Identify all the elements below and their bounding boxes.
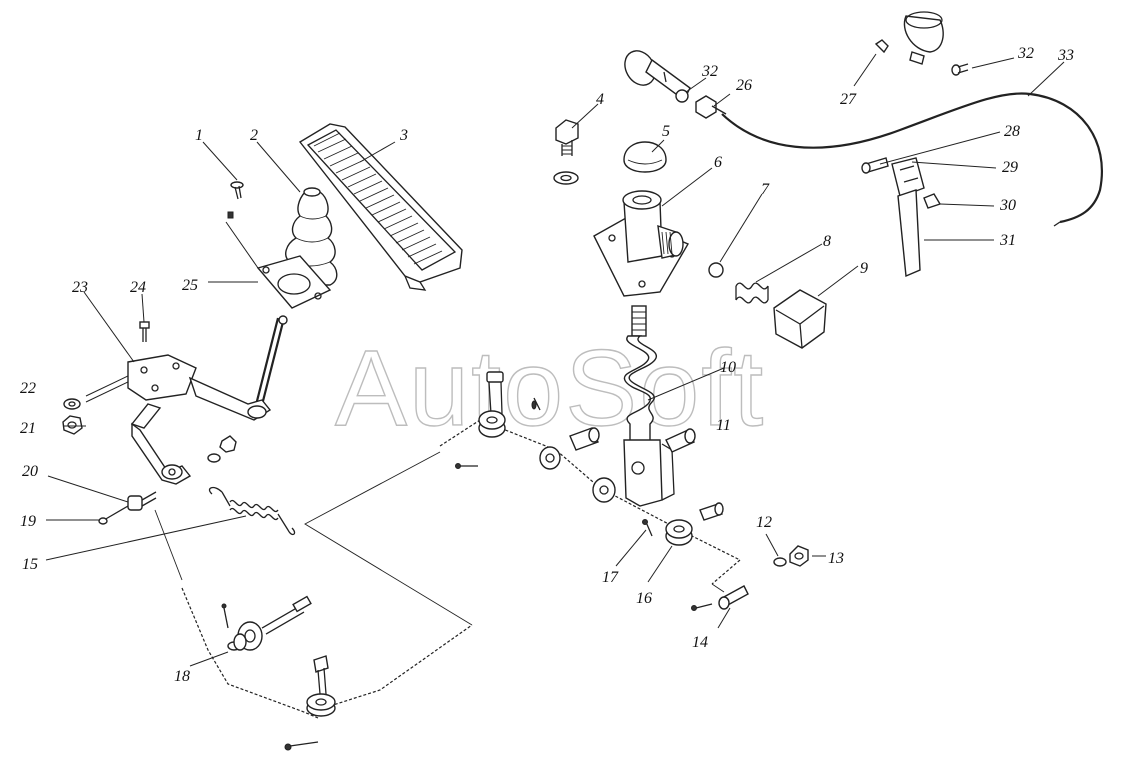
callout-20: 20 (22, 463, 38, 480)
callout-2: 2 (250, 127, 258, 144)
nut-21 (62, 415, 83, 435)
screw-32-top (951, 63, 969, 76)
callout-28: 28 (1004, 123, 1020, 140)
throttle-cable-33 (721, 92, 1103, 224)
callout-3: 3 (399, 127, 408, 144)
pedal-pad (298, 123, 463, 291)
bolt-4 (553, 119, 579, 185)
callout-25: 25 (182, 277, 198, 294)
callout-24: 24 (130, 279, 146, 296)
callout-26: 26 (736, 77, 752, 94)
callout-15: 15 (22, 556, 38, 573)
callout-16: 16 (636, 590, 652, 607)
bolt-washer-near-bracket (207, 435, 237, 463)
pulley-16 (642, 502, 724, 546)
callout-17: 17 (602, 569, 619, 586)
callout-numbers: 1 2 3 4 5 6 7 8 9 10 11 12 13 14 15 16 1… (20, 45, 1074, 685)
callout-6: 6 (714, 154, 722, 171)
housing-body (593, 190, 690, 297)
callout-32-clamp: 32 (1017, 45, 1034, 62)
washer-12 (773, 557, 787, 567)
screw-24 (139, 321, 150, 342)
clamp-bracket (874, 11, 944, 65)
callout-30: 30 (999, 197, 1016, 214)
return-spring (208, 486, 296, 536)
callout-14: 14 (692, 634, 708, 651)
pedal-bracket (127, 354, 272, 485)
callout-23: 23 (72, 279, 88, 296)
watermark: AutoSoft (335, 327, 765, 448)
callout-33: 33 (1057, 47, 1074, 64)
callout-18: 18 (174, 668, 190, 685)
callout-32-knob: 32 (701, 63, 718, 80)
callout-22: 22 (20, 380, 36, 397)
washer-22 (63, 398, 81, 410)
pin-11 (665, 428, 696, 453)
callout-8: 8 (823, 233, 831, 250)
ball-7 (708, 262, 724, 278)
callout-10: 10 (720, 359, 736, 376)
callout-31: 31 (999, 232, 1016, 249)
nut-13 (789, 545, 809, 567)
cap-5 (623, 141, 667, 173)
hex-cap-9 (773, 289, 827, 349)
callout-7: 7 (761, 181, 770, 198)
threaded-rod (623, 305, 675, 507)
middle-pulleys (455, 371, 616, 503)
callout-13: 13 (828, 550, 844, 567)
callout-21: 21 (20, 420, 36, 437)
pin-14 (691, 585, 749, 611)
roller-18 (221, 595, 312, 651)
callout-5: 5 (662, 123, 670, 140)
cable-bracket-31 (861, 157, 942, 278)
callout-11: 11 (716, 417, 731, 434)
spring-8 (735, 282, 769, 304)
flange-plate (256, 255, 332, 309)
callout-29: 29 (1002, 159, 1018, 176)
callout-9: 9 (860, 260, 868, 277)
callout-4: 4 (596, 91, 604, 108)
screw-1 (227, 181, 244, 219)
leader-lines (45, 53, 1065, 667)
callout-12: 12 (756, 514, 772, 531)
sleeve-20 (98, 491, 157, 525)
pedal-rod (254, 315, 288, 406)
throttle-knob (624, 50, 727, 119)
bottom-pulley (284, 655, 336, 751)
callout-1: 1 (195, 127, 203, 144)
callout-19: 19 (20, 513, 36, 530)
callout-27: 27 (840, 91, 857, 108)
